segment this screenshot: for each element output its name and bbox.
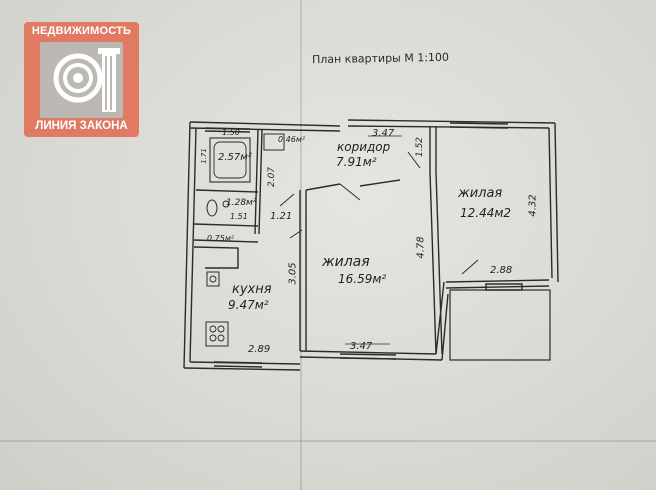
kitchen-name: кухня [232, 282, 272, 297]
closet-area: 0.46м² [278, 135, 306, 144]
corridor-dim-side: 1.52 [415, 136, 426, 158]
corridor-name: коридор [337, 140, 391, 154]
bath-dim-right: 2.07 [267, 166, 278, 188]
paper-fold-horizontal [0, 440, 656, 442]
toilet-dim-width: 1.51 [230, 212, 248, 221]
kitchen-area: 9.47м² [228, 298, 269, 312]
logo-bottom-text: ЛИНИЯ ЗАКОНА [35, 120, 128, 132]
right-room-dim-side: 4.32 [527, 194, 539, 217]
right-room-dim-bottom: 2.88 [490, 265, 513, 276]
center-room-dim-bottom: 3.47 [350, 341, 373, 352]
center-room-name: жилая [322, 254, 370, 270]
corridor-dim-top: 3.47 [372, 128, 395, 139]
right-room-name: жилая [458, 186, 503, 201]
toilet-area: 1.28м² [226, 198, 257, 208]
center-room-dim-side: 4.78 [415, 236, 427, 259]
kitchen-dim-side: 3.05 [287, 262, 299, 285]
center-room-area: 16.59м² [338, 272, 387, 286]
column-capital-icon [40, 42, 123, 118]
agency-logo: НЕДВИЖИМОСТЬ ЛИНИЯ ЗАКОНА [24, 22, 139, 137]
logo-top-text: НЕДВИЖИМОСТЬ [31, 25, 132, 37]
kitchen-dim-bottom: 2.89 [248, 344, 271, 355]
corridor-area: 7.91м² [336, 155, 377, 169]
bath-dim-side: 1.71 [199, 148, 208, 164]
right-room-area: 12.44м2 [460, 206, 512, 220]
paper-fold-vertical [300, 0, 302, 490]
bath-dim-top: 1.50 [222, 128, 240, 137]
pantry-area: 0.75м² [207, 234, 235, 243]
toilet-dim-right: 1.21 [270, 211, 293, 222]
bath-area: 2.57м² [218, 152, 252, 163]
